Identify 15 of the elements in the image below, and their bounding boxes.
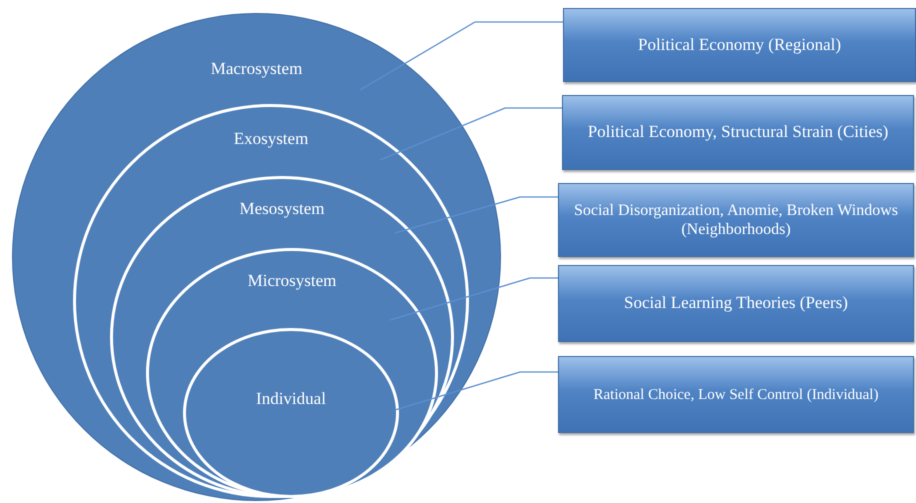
theory-box: Social Disorganization, Anomie, Broken Windows (Neighborhoods) [558,183,914,257]
circle-label: Exosystem [234,129,308,148]
leader-line [360,21,563,91]
leader-line [394,196,558,234]
leader-line [394,371,558,411]
circle-label: Macrosystem [210,59,302,78]
leader-line [390,277,558,321]
circle-label: Individual [256,389,326,408]
leader-line [380,107,562,161]
theory-box: Political Economy, Structural Strain (Cities) [562,95,914,170]
circle-label: Microsystem [248,271,336,290]
theory-box: Political Economy (Regional) [563,8,916,82]
theory-box: Social Learning Theories (Peers) [558,265,914,342]
circle-label: Mesosystem [240,199,324,218]
theory-box: Rational Choice, Low Self Control (Individual) [558,356,914,433]
